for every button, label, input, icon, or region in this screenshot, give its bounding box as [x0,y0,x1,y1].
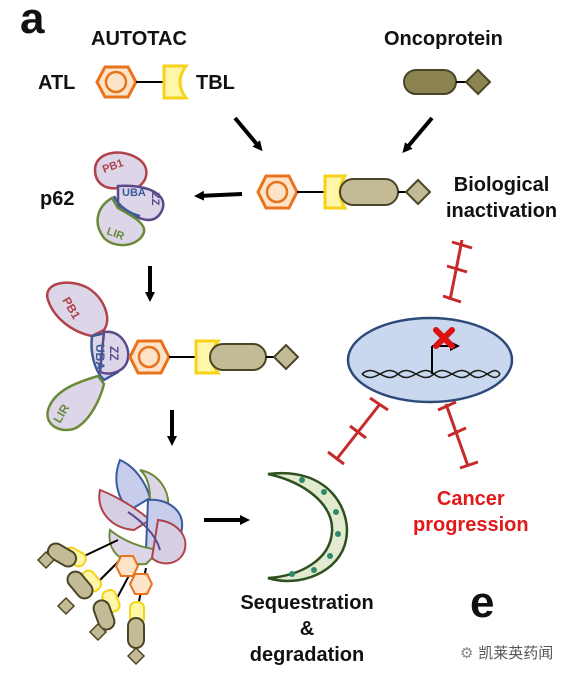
cancer-progression-line-2: progression [413,514,529,536]
tbl-label: TBL [196,72,235,94]
uba-label-large: UBA [93,344,107,370]
biological-inactivation-line-1: Biological [453,174,550,196]
tbl-crescent-icon [162,64,189,100]
sequestration-line-1: Sequestration [240,592,374,614]
p62-oligomer-aggregate [36,458,187,666]
sequestration-label: Sequestration & degradation [232,590,382,668]
sequestration-line-2: & [299,618,315,640]
zz-label-large: ZZ [107,346,121,361]
p62-protein [93,151,165,247]
watermark-text: 凯莱英药闻 [478,644,554,662]
arrow-autotac-to-complex [233,116,263,152]
uba-label-small: UBA [122,187,146,199]
p62-label: p62 [40,188,75,210]
arrow-oncoprotein-to-complex [402,116,434,154]
cancer-progression-label: Cancer progression [413,486,529,538]
inhibition-nucleus-to-cancer [437,400,479,470]
p62-bound-complex [45,281,300,432]
nucleus [346,316,514,404]
cancer-progression-line-1: Cancer [436,488,505,510]
autotac-molecule [95,64,189,100]
inhibition-degradation-to-nucleus [327,396,389,466]
autotac-oncoprotein-complex [256,174,432,210]
oncoprotein-capsule-icon [403,69,457,95]
lir-label-small: LIR [105,226,126,243]
panel-letter-e: e [470,578,495,627]
arrow-complex-to-p62 [194,190,243,201]
inhibition-inactivation-to-nucleus [442,239,473,304]
oncoprotein-diamond-icon [464,68,492,96]
oncoprotein-label: Oncoprotein [384,28,503,50]
panel-letter-a: a [20,0,45,43]
autotac-label: AUTOTAC [91,28,187,50]
zz-label-small: ZZ [149,192,161,206]
sequestration-line-3: degradation [249,644,365,666]
biological-inactivation-line-2: inactivation [446,200,558,222]
atl-label: ATL [38,72,76,94]
watermark: ⚙ 凯莱英药闻 [460,642,553,663]
watermark-logo-icon: ⚙ [460,644,474,662]
blocked-transcription-icon [433,327,455,349]
oncoprotein-molecule [403,68,492,96]
biological-inactivation-label: Biological inactivation [446,172,557,224]
phagophore-membrane [267,471,349,583]
